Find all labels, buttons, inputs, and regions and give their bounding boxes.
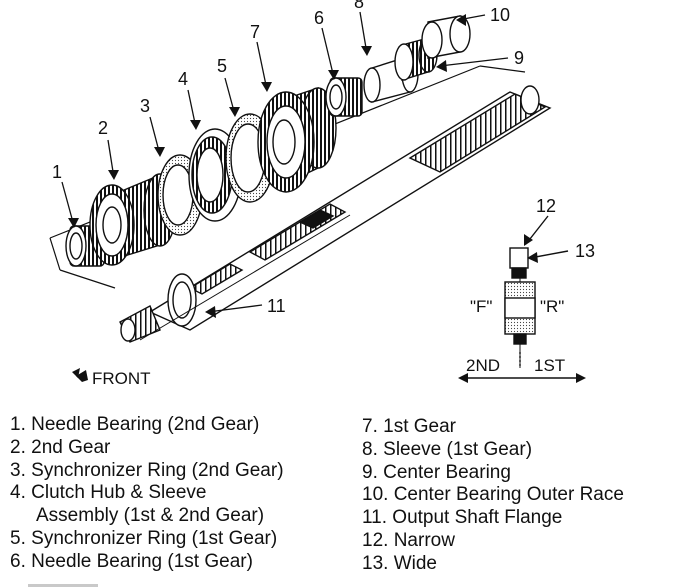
callout-5: 5 xyxy=(217,56,227,76)
callout-8: 8 xyxy=(354,0,364,12)
callout-11: 11 xyxy=(267,296,286,316)
callout-13: 13 xyxy=(575,241,595,261)
callout-12: 12 xyxy=(536,196,556,216)
output-shaft xyxy=(119,85,552,343)
callout-7: 7 xyxy=(250,22,260,42)
legend-item-3: 3. Synchronizer Ring (2nd Gear) xyxy=(10,459,284,481)
sleeve-orientation-detail xyxy=(462,215,582,379)
callout-3: 3 xyxy=(140,96,150,116)
legend-item-13: 13. Wide xyxy=(362,552,437,574)
second-gear-direction-label: 2ND xyxy=(466,356,500,375)
legend-item-9: 9. Center Bearing xyxy=(362,461,511,483)
legend-item-4: 4. Clutch Hub & Sleeve xyxy=(10,482,207,504)
callout-1: 1 xyxy=(52,162,62,182)
legend-item-12: 12. Narrow xyxy=(362,529,455,551)
front-label: FRONT xyxy=(92,369,151,388)
legend-item-1: 1. Needle Bearing (2nd Gear) xyxy=(10,414,260,435)
legend-left-column: 1. Needle Bearing (2nd Gear) 2. 2nd Gear… xyxy=(10,414,284,574)
legend-item-11: 11. Output Shaft Flange xyxy=(362,507,563,529)
callout-6: 6 xyxy=(314,8,324,28)
first-gear-direction-label: 1ST xyxy=(534,356,565,375)
legend-item-6: 6. Needle Bearing (1st Gear) xyxy=(10,550,253,572)
callout-2: 2 xyxy=(98,118,108,138)
needle-bearing-1st-gear xyxy=(325,77,363,117)
callout-10: 10 xyxy=(490,5,510,25)
f-label: "F" xyxy=(470,297,492,316)
legend-item-7: 7. 1st Gear xyxy=(362,416,457,437)
legend-item-8: 8. Sleeve (1st Gear) xyxy=(362,438,533,460)
first-gear xyxy=(257,87,337,193)
r-label: "R" xyxy=(540,297,564,316)
callout-numbers: 1 2 3 4 5 6 7 8 9 10 11 12 13 xyxy=(52,0,595,316)
callout-4: 4 xyxy=(178,69,188,89)
bottom-edge-mark xyxy=(28,584,98,587)
legend-item-5: 5. Synchronizer Ring (1st Gear) xyxy=(10,527,278,549)
exploded-view-diagram: 1 2 3 4 5 6 7 8 9 10 11 12 13 "F" "R" 2N… xyxy=(49,0,595,388)
legend-item-2: 2. 2nd Gear xyxy=(10,436,111,458)
leader-arrowheads xyxy=(68,14,466,318)
legend-item-10: 10. Center Bearing Outer Race xyxy=(362,484,624,506)
callout-9: 9 xyxy=(514,48,524,68)
legend-item-4-continued: Assembly (1st & 2nd Gear) xyxy=(36,505,265,527)
legend-right-column: 7. 1st Gear 8. Sleeve (1st Gear) 9. Cent… xyxy=(362,416,624,576)
front-arrow-icon xyxy=(72,368,88,382)
detail-arrowheads xyxy=(458,234,586,383)
